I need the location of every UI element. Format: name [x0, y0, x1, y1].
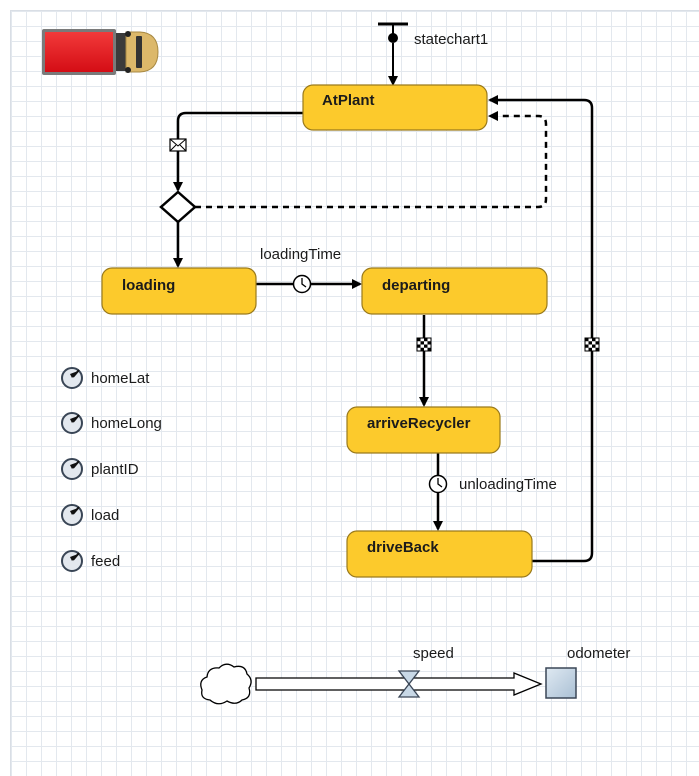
transition-atplant-to-branch[interactable]	[173, 111, 303, 192]
branch-diamond[interactable]	[159, 190, 197, 224]
transition-branch-default-to-atplant[interactable]	[195, 111, 548, 209]
grid-background	[10, 10, 699, 776]
state-loading-label: loading	[122, 277, 175, 294]
parameter-icon	[61, 550, 83, 572]
statechart-name: statechart1	[414, 31, 488, 48]
unloading-time-label: unloadingTime	[459, 476, 557, 493]
parameter-icon	[61, 458, 83, 480]
stock-odometer[interactable]	[545, 667, 577, 699]
parameter-plantid[interactable]: plantID	[61, 458, 139, 480]
initial-state-marker	[378, 22, 408, 86]
condition-flag-icon	[584, 337, 600, 352]
state-driveback[interactable]: driveBack	[346, 530, 533, 578]
message-trigger-icon	[169, 138, 187, 152]
state-driveback-label: driveBack	[367, 539, 439, 556]
parameter-homelong[interactable]: homeLong	[61, 412, 162, 434]
state-atplant[interactable]: AtPlant	[302, 84, 488, 131]
parameter-label: feed	[91, 553, 120, 570]
transition-driveback-to-atplant[interactable]	[488, 95, 594, 563]
clock-icon	[292, 274, 312, 294]
parameter-label: homeLat	[91, 370, 150, 387]
flow-label: speed	[413, 645, 454, 662]
state-arriverecycler-label: arriveRecycler	[367, 415, 471, 432]
loading-time-label: loadingTime	[260, 246, 341, 263]
parameter-label: plantID	[91, 461, 139, 478]
state-departing-label: departing	[382, 277, 450, 294]
parameter-icon	[61, 504, 83, 526]
parameter-label: homeLong	[91, 415, 162, 432]
parameter-icon	[61, 412, 83, 434]
state-loading[interactable]: loading	[101, 267, 257, 315]
parameter-homelat[interactable]: homeLat	[61, 367, 150, 389]
truck-icon	[42, 29, 159, 75]
state-atplant-label: AtPlant	[322, 92, 375, 109]
source-cloud-icon	[200, 663, 252, 705]
stock-label: odometer	[567, 645, 630, 662]
parameter-load[interactable]: load	[61, 504, 119, 526]
condition-flag-icon	[416, 337, 432, 352]
flow-speed[interactable]	[255, 670, 543, 698]
clock-icon	[428, 474, 448, 494]
state-departing[interactable]: departing	[361, 267, 548, 315]
parameter-label: load	[91, 507, 119, 524]
parameter-feed[interactable]: feed	[61, 550, 120, 572]
valve-icon	[397, 670, 421, 698]
parameter-icon	[61, 367, 83, 389]
state-arriverecycler[interactable]: arriveRecycler	[346, 406, 501, 454]
